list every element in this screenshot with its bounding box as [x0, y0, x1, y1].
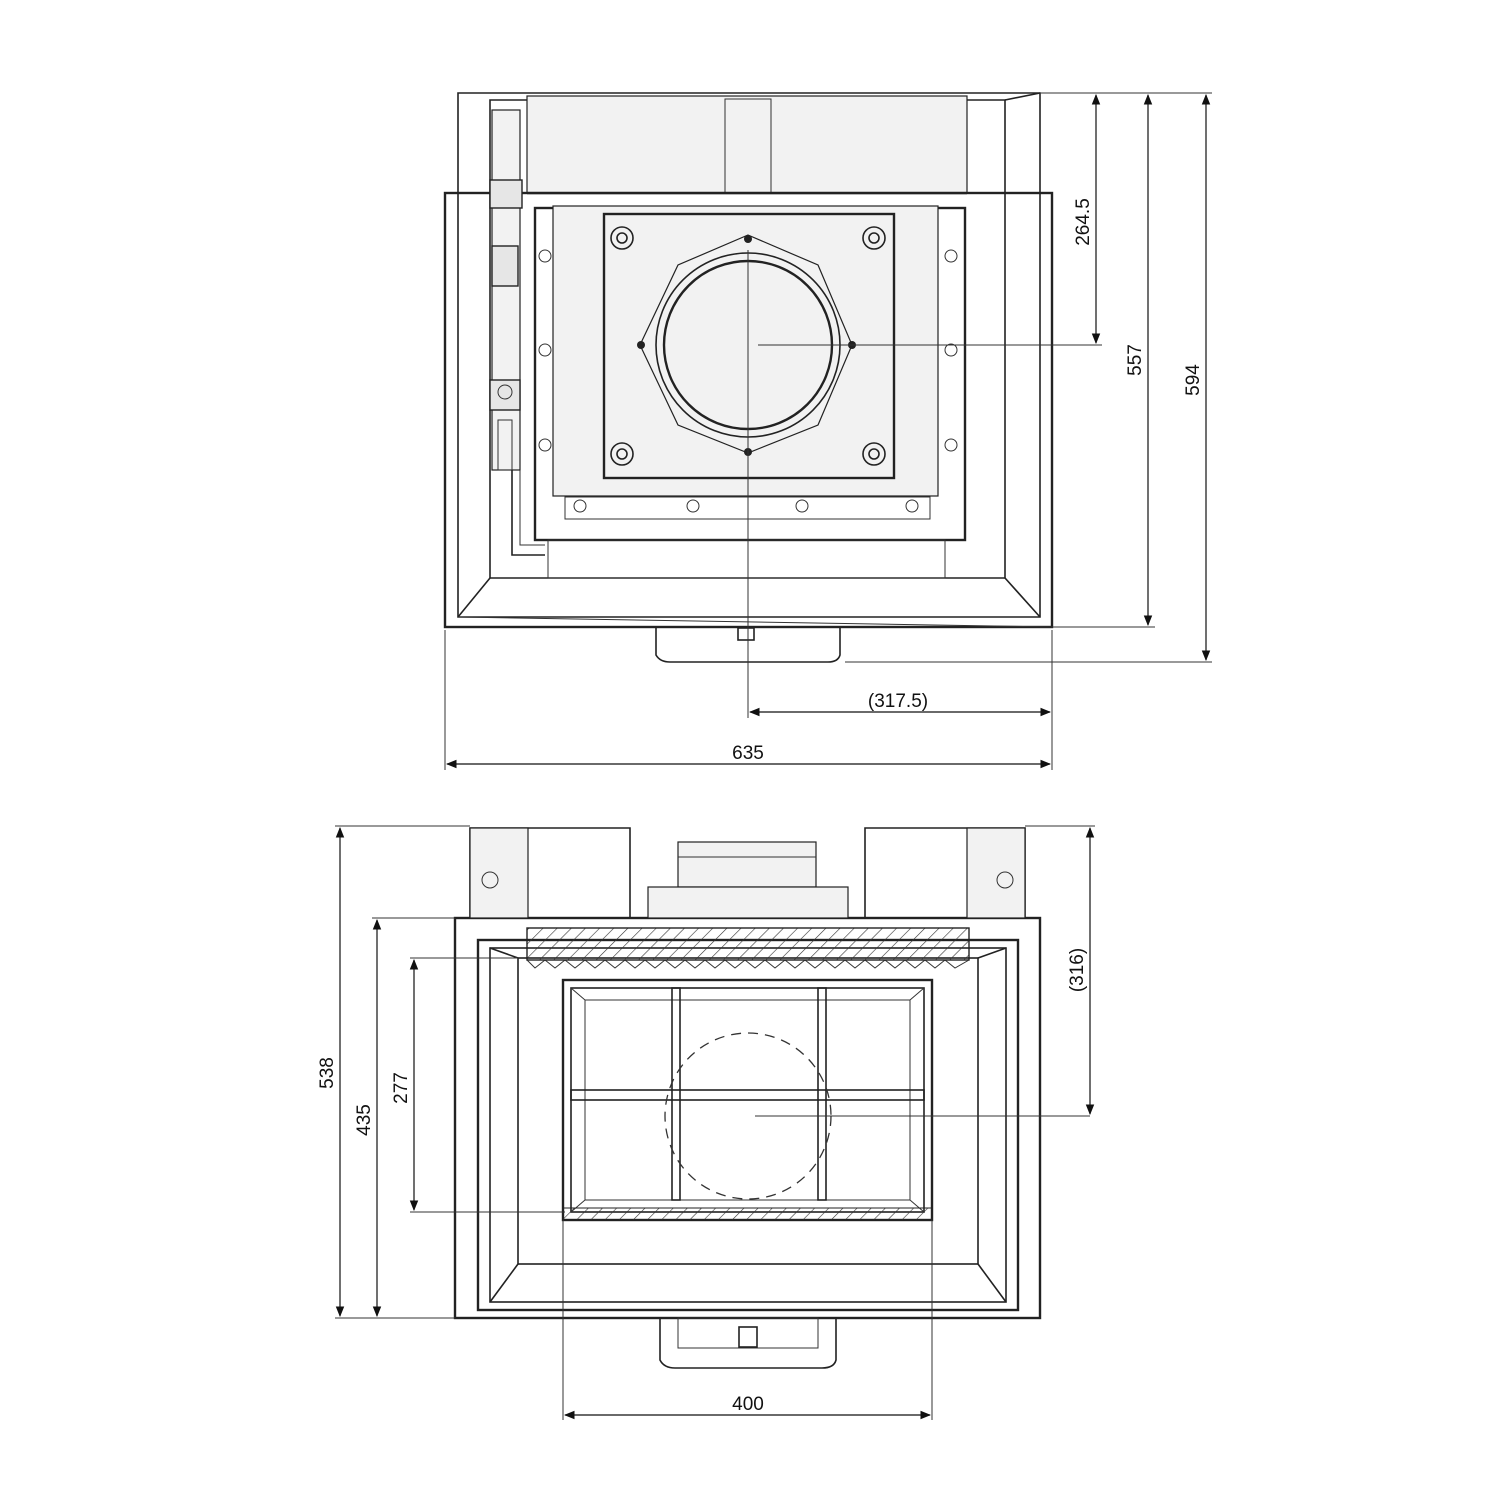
- dim-label-538: 538: [317, 1057, 338, 1089]
- dim-label-557: 557: [1125, 344, 1146, 376]
- top-view-handle: [655, 627, 841, 663]
- dim-label-277: 277: [391, 1072, 412, 1104]
- screws: [538, 249, 958, 513]
- front-view-flue-collar: [677, 841, 817, 888]
- front-view-handle: [659, 1318, 837, 1369]
- dim-label-400: 400: [732, 1394, 764, 1415]
- front-view-outer-frame: [453, 916, 1042, 1320]
- top-view-flue-box: [526, 95, 968, 194]
- door-frame-outer: [476, 938, 1020, 1312]
- baffle-hatched: [526, 927, 970, 961]
- adapter-plate: [602, 212, 896, 480]
- dim-label-635: 635: [732, 743, 764, 764]
- top-view: 635 (317.5) 264.5 557 594: [443, 92, 1212, 770]
- dim-label-316: (316): [1067, 948, 1088, 992]
- front-view: 538 435 277 400 (316): [317, 825, 1095, 1420]
- glass-grid-bars: [570, 987, 925, 1201]
- dim-label-317-5: (317.5): [868, 691, 928, 712]
- grate-strip: [562, 1207, 933, 1221]
- top-brackets: [469, 827, 1026, 919]
- left-mechanism: [489, 109, 545, 556]
- dim-label-264-5: 264.5: [1073, 198, 1094, 246]
- door-frame-mid: [489, 947, 1007, 1303]
- dim-label-435: 435: [354, 1104, 375, 1136]
- plate-bolts: [610, 226, 886, 466]
- dim-label-594: 594: [1183, 364, 1204, 396]
